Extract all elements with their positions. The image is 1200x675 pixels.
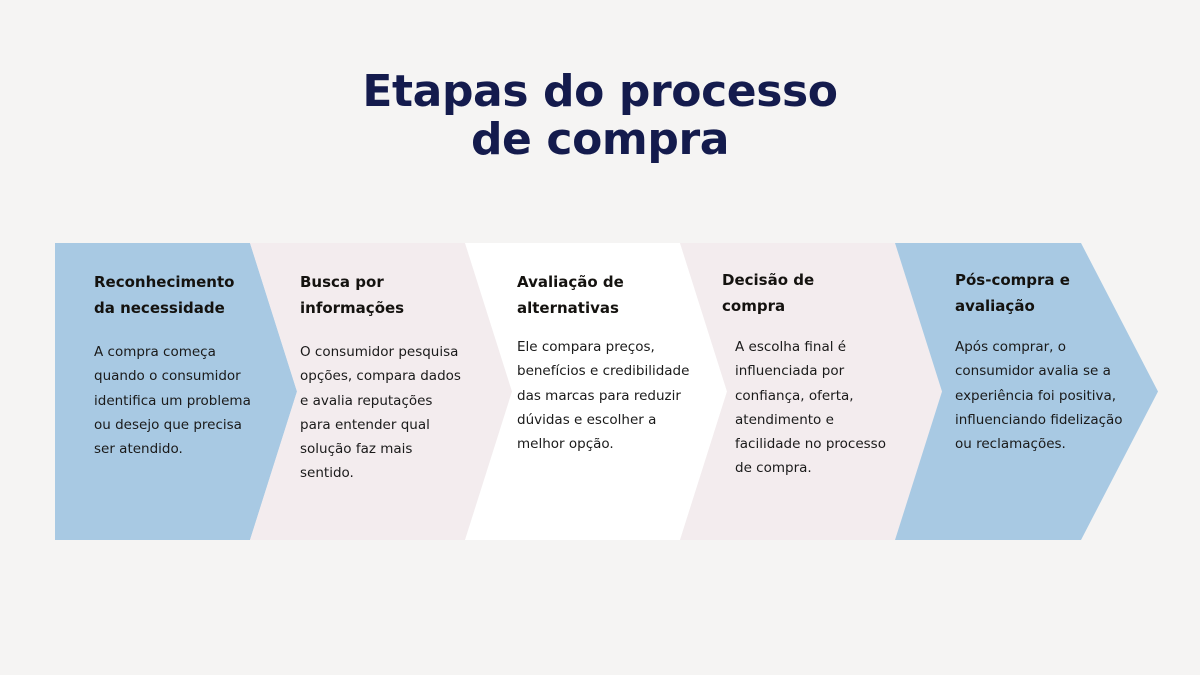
step-5-heading: Pós-compra e avaliação [955,271,1070,315]
step-4-description: A escolha final é influenciada por confi… [735,339,886,477]
chevron-shapes [55,243,1158,540]
step-2-heading: Busca por informações [300,273,405,317]
step-5-description: Após comprar, o consumidor avalia se a e… [955,339,1123,453]
page-title-line-1: Etapas do processo [362,66,838,117]
page-title: Etapas do processo de compra [0,68,1200,164]
step-4-heading: Decisão de compra [722,271,815,315]
chevron-shape-3 [465,243,727,540]
step-2-description: O consumidor pesquisa opções, compara da… [300,344,461,482]
page-title-line-2: de compra [470,114,730,165]
chevron-shape-4 [680,243,942,540]
step-3-heading: Avaliação de alternativas [517,273,624,317]
chevron-shape-1 [55,243,297,540]
chevron-shape-5 [895,243,1158,540]
chevron-shape-2 [250,243,512,540]
step-1-heading: Reconhecimento da necessidade [94,273,235,317]
step-1-description: A compra começa quando o consumidor iden… [94,344,251,458]
step-3-description: Ele compara preços, benefícios e credibi… [517,339,690,453]
process-chevron-diagram: Reconhecimento da necessidade A compra c… [55,243,1158,540]
